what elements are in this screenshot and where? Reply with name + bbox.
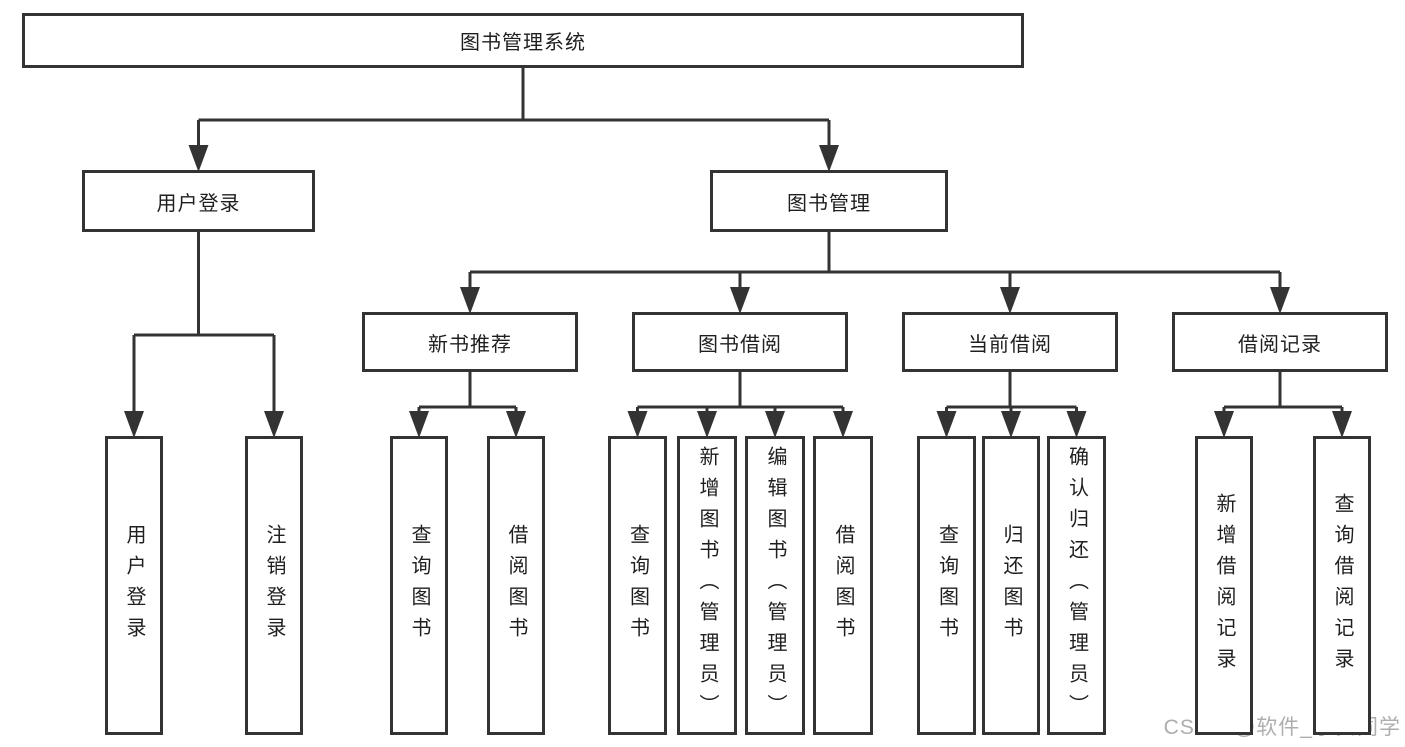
arrowhead-icon [1001,411,1021,438]
arrowhead-icon [1066,411,1087,438]
node-book-borrow: 图书借阅 [632,312,848,372]
leaf-add-book-admin-label: 新增图书（管理员） [696,446,718,725]
leaf-borrow-books-2-label: 借阅图书 [832,523,854,648]
arrowhead-icon [819,145,839,172]
node-new-book-recommend-label: 新书推荐 [428,333,512,356]
arrowhead-icon [627,411,648,438]
arrowhead-icon [188,145,209,172]
arrowhead-icon [730,287,750,314]
arrowhead-icon [697,411,717,438]
node-new-book-recommend: 新书推荐 [362,312,578,372]
leaf-return-books-label: 归还图书 [1000,523,1022,648]
node-user-login: 用户登录 [82,170,315,232]
arrowhead-icon [124,411,144,438]
arrowhead-icon [765,411,785,438]
node-library-system: 图书管理系统 [22,13,1024,68]
leaf-add-book-admin: 新增图书（管理员） [677,436,737,735]
node-book-management-label: 图书管理 [787,192,871,215]
arrowhead-icon [409,411,429,438]
arrowhead-icon [833,411,853,438]
arrowhead-icon [1270,287,1290,314]
leaf-borrow-books-1-label: 借阅图书 [505,523,527,648]
node-borrow-records-label: 借阅记录 [1238,333,1322,356]
leaf-borrow-books-1: 借阅图书 [487,436,545,735]
leaf-add-borrow-record-label: 新增借阅记录 [1213,492,1235,679]
leaf-borrow-books-2: 借阅图书 [813,436,873,735]
arrowhead-icon [936,411,957,438]
leaf-edit-book-admin: 编辑图书（管理员） [745,436,805,735]
leaf-query-books-3-label: 查询图书 [935,523,958,648]
leaf-edit-book-admin-label: 编辑图书（管理员） [764,446,786,725]
leaf-logout-label: 注销登录 [263,523,285,648]
arrowhead-icon [1000,287,1020,314]
node-borrow-records: 借阅记录 [1172,312,1388,372]
node-book-borrow-label: 图书借阅 [698,333,782,356]
node-library-system-label: 图书管理系统 [460,32,586,54]
node-current-borrow-label: 当前借阅 [968,333,1052,356]
leaf-query-books-2-label: 查询图书 [626,523,649,648]
arrowhead-icon [1214,411,1234,438]
arrowhead-icon [264,411,284,438]
leaf-user-login: 用户登录 [105,436,163,735]
leaf-query-books-3: 查询图书 [917,436,976,735]
leaf-logout: 注销登录 [245,436,303,735]
arrowhead-icon [460,287,480,314]
leaf-query-borrow-record: 查询借阅记录 [1313,436,1371,735]
leaf-confirm-return-admin-label: 确认归还（管理员） [1065,446,1088,725]
leaf-query-borrow-record-label: 查询借阅记录 [1331,492,1353,679]
node-current-borrow: 当前借阅 [902,312,1118,372]
arrowhead-icon [1332,411,1352,438]
leaf-query-books-2: 查询图书 [608,436,667,735]
leaf-query-books-1: 查询图书 [390,436,448,735]
leaf-confirm-return-admin: 确认归还（管理员） [1047,436,1106,735]
leaf-return-books: 归还图书 [982,436,1040,735]
leaf-user-login-label: 用户登录 [123,523,145,648]
arrowhead-icon [506,411,526,438]
leaf-query-books-1-label: 查询图书 [408,523,430,648]
node-book-management: 图书管理 [710,170,948,232]
node-user-login-label: 用户登录 [156,192,241,215]
leaf-add-borrow-record: 新增借阅记录 [1195,436,1253,735]
